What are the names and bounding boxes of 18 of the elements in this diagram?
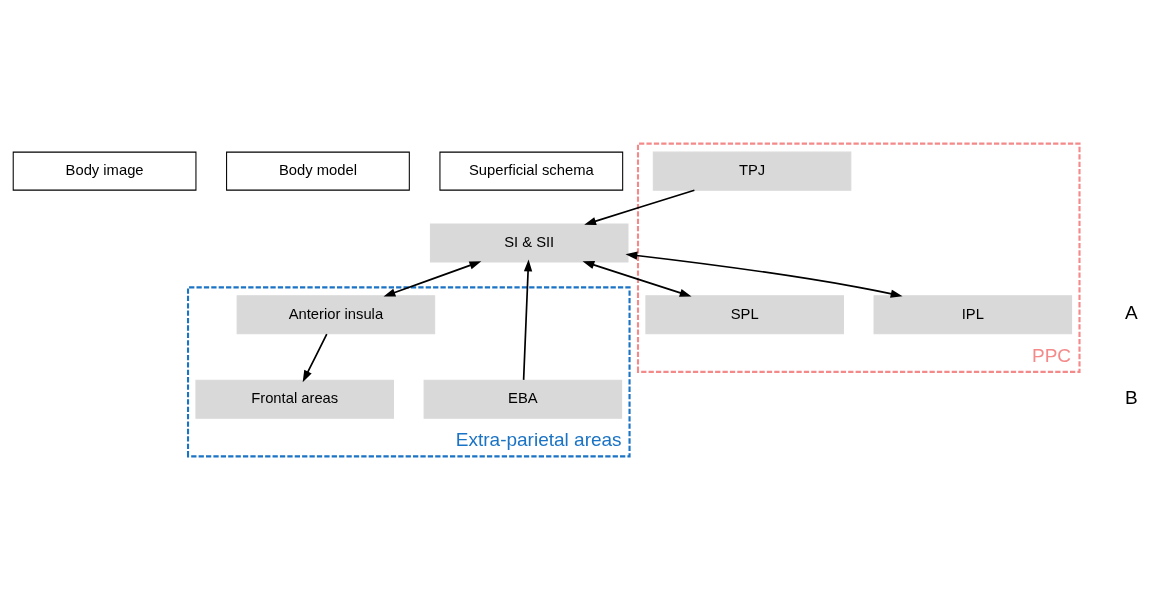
node-box: Frontal areas <box>195 379 394 419</box>
node-box: SPL <box>645 294 844 334</box>
node-box: SI & SII <box>429 222 629 262</box>
arrow <box>522 258 533 381</box>
node-box: Body model <box>226 151 410 191</box>
label: B <box>1124 386 1138 408</box>
node-box: Body image <box>12 151 197 191</box>
arrow <box>302 332 328 382</box>
node-box: Superficial schema <box>439 151 624 191</box>
node-box: Anterior insula <box>236 294 436 334</box>
arrow <box>625 250 903 298</box>
label: A <box>1124 301 1138 323</box>
node-box: EBA <box>423 379 623 419</box>
node-box: TPJ <box>652 151 852 191</box>
arrow <box>584 188 696 225</box>
arrow <box>383 260 482 297</box>
node-box: IPL <box>873 294 1073 334</box>
arrow <box>582 260 692 297</box>
